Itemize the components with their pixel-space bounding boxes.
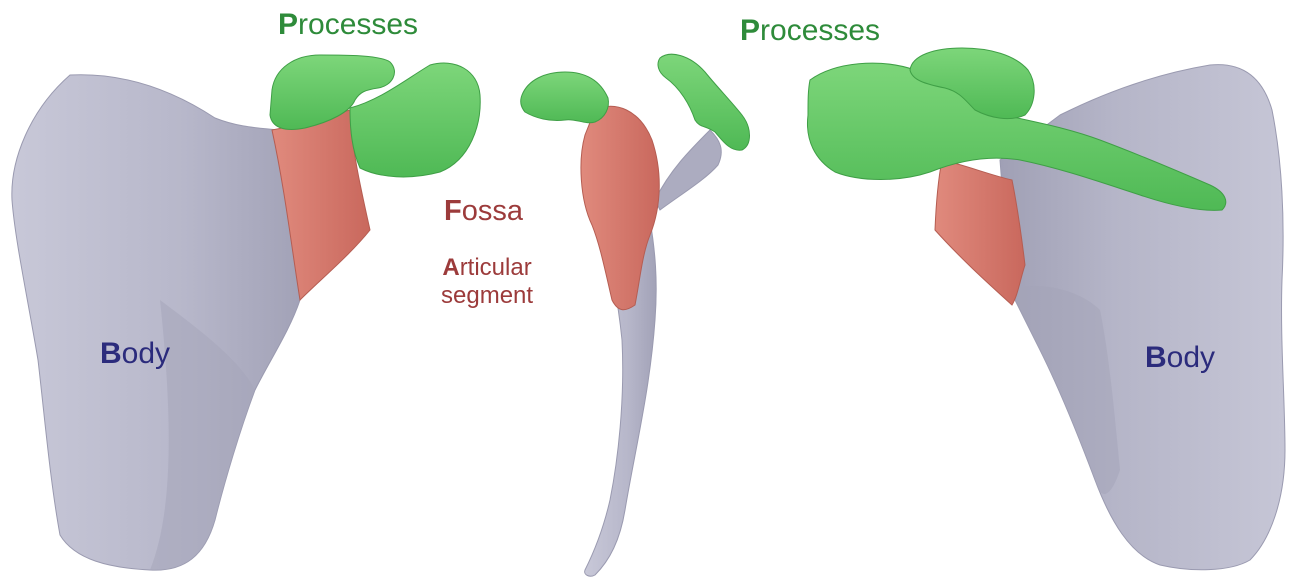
label-body-left: Body: [100, 337, 170, 372]
label-processes-left-rest: rocesses: [298, 8, 418, 41]
middle-process-coracoid: [521, 72, 609, 123]
label-articular-segment: Articular segment: [441, 254, 533, 309]
label-body-left-initial: B: [100, 337, 122, 370]
right-scapula: [807, 48, 1285, 570]
right-fossa-region: [935, 160, 1025, 305]
label-processes-left-initial: P: [278, 8, 298, 41]
label-processes-right-rest: rocesses: [760, 14, 880, 47]
label-fossa-initial: F: [444, 195, 462, 227]
label-articular-rest: rticular: [460, 254, 532, 281]
label-fossa-rest: ossa: [462, 195, 523, 227]
label-articular-initial: A: [442, 254, 459, 281]
label-body-right-rest: ody: [1167, 341, 1215, 374]
label-processes-left: Processes: [278, 8, 418, 43]
left-scapula: [12, 55, 480, 570]
label-body-left-rest: ody: [122, 337, 170, 370]
middle-body-upper: [655, 130, 721, 210]
label-processes-right-initial: P: [740, 14, 760, 47]
label-processes-right: Processes: [740, 14, 880, 49]
left-body-region: [12, 75, 300, 570]
label-body-right: Body: [1145, 341, 1215, 376]
label-body-right-initial: B: [1145, 341, 1167, 374]
label-articular-line2: segment: [441, 282, 533, 310]
label-fossa: Fossa: [444, 195, 523, 228]
label-articular-line1: Articular: [441, 254, 533, 282]
middle-scapula: [521, 54, 750, 576]
